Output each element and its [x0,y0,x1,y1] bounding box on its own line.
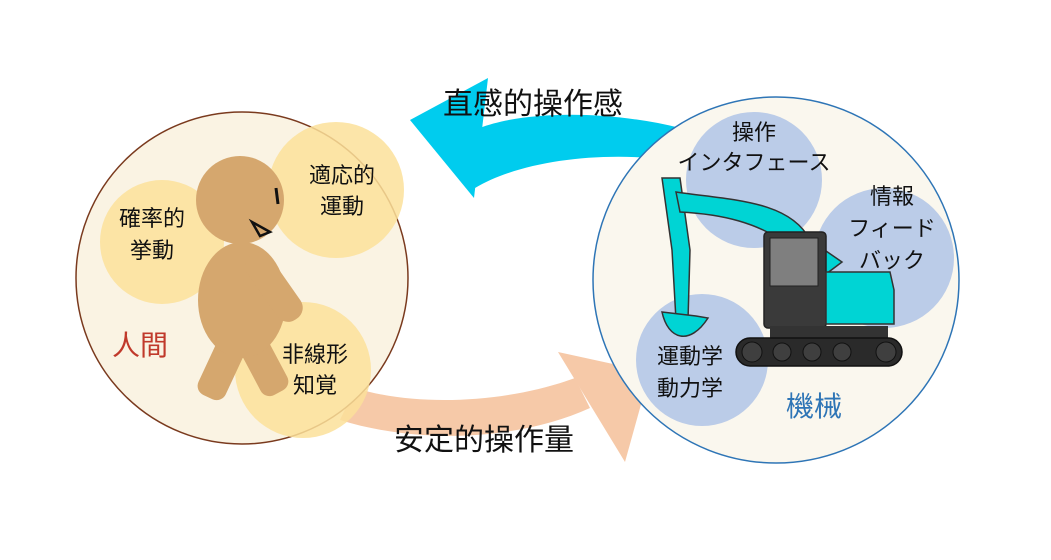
figure-arm [245,252,303,322]
human-group: 適応的 運動 確率的 挙動 非線形 知覚 人間 [75,111,409,445]
excavator-bucket [661,311,710,337]
excavator [661,177,903,367]
excavator-window [769,237,819,287]
trait-nonlinear-line1: 非線形 [282,343,348,368]
stable-input-arrow-body [340,378,590,436]
machine-title: 機械 [786,390,842,423]
trait-nonlinear-line2: 知覚 [293,374,337,399]
intuitive-feel-label: 直感的操作感 [443,87,623,122]
human-figure [196,156,303,401]
feature-feedback-line2: フィード [848,217,936,242]
feature-feedback-line3: バック [859,249,925,274]
intuitive-feel-arrow: 直感的操作感 [410,78,700,198]
intuitive-feel-arrow-head [410,78,488,198]
feature-dynamics-line1: 運動学 [657,345,723,370]
figure-mouth [248,218,273,238]
stable-input-label: 安定的操作量 [394,423,574,458]
stable-input-arrow: 安定的操作量 [340,352,650,462]
trait-stochastic-line2: 挙動 [130,239,174,264]
excavator-engine-body [825,271,895,325]
feature-dynamics-line2: 動力学 [657,377,723,402]
trait-adaptive-line2: 運動 [320,195,364,220]
machine-group: 操作 インタフェース 情報 フィード バック 運動学 動力学 機械 [592,96,960,464]
intuitive-feel-arrow-body [470,114,700,188]
feature-feedback-line1: 情報 [870,185,914,210]
feature-interface-line1: 操作 [732,121,776,146]
human-title: 人間 [112,329,168,362]
figure-eye [274,187,280,205]
trait-adaptive-line1: 適応的 [309,164,375,189]
trait-bubble-adaptive [268,122,404,258]
excavator-wheels [741,341,897,363]
figure-head [196,156,284,244]
trait-stochastic-line1: 確率的 [119,207,185,232]
trait-bubble-stochastic [100,180,224,304]
feature-interface-line2: インタフェース [678,151,831,176]
excavator-base [770,326,888,338]
